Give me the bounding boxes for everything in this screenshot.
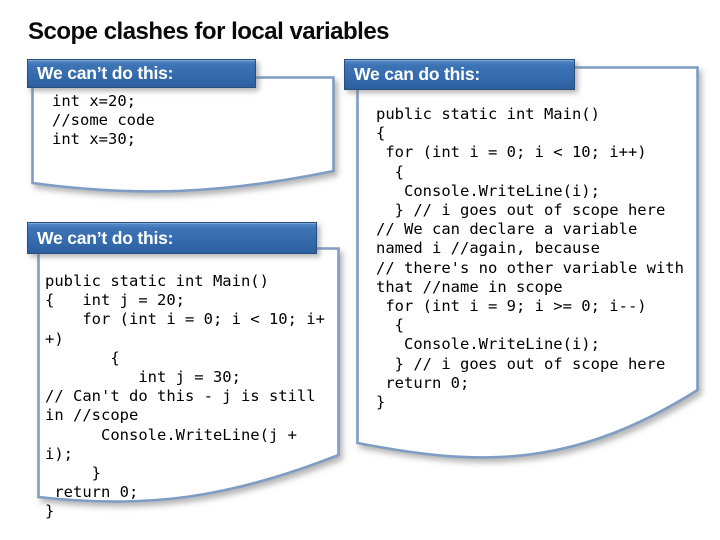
code-snippet-cant-1: int x=20; //some code int x=30; — [52, 92, 155, 149]
code-document-box-3 — [356, 66, 699, 459]
code-document-box-2 — [37, 247, 340, 503]
code-snippet-can: public static int Main() { for (int i = … — [376, 105, 684, 412]
panel-header-label: We can’t do this: — [37, 63, 174, 83]
code-snippet-cant-2: public static int Main() { int j = 20; f… — [45, 272, 325, 521]
panel-header-can: We can do this: — [344, 59, 575, 90]
panel-header-label: We can do this: — [354, 64, 480, 84]
code-document-box-1 — [31, 76, 335, 193]
page-title: Scope clashes for local variables — [28, 18, 390, 45]
panel-header-cant-2: We can’t do this: — [27, 222, 317, 254]
panel-header-label: We can’t do this: — [37, 227, 174, 248]
panel-header-cant-1: We can’t do this: — [27, 59, 256, 88]
